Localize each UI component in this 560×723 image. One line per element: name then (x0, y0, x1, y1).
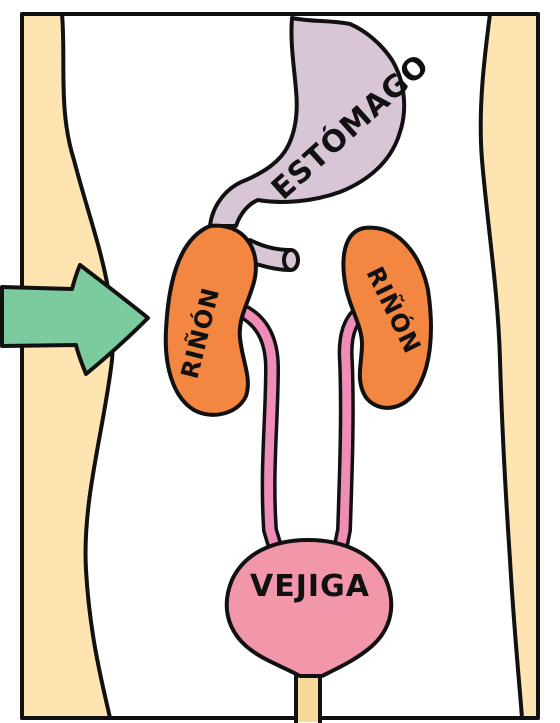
duodenum-opening (284, 250, 298, 270)
bladder-label: VEJIGA (250, 569, 370, 604)
